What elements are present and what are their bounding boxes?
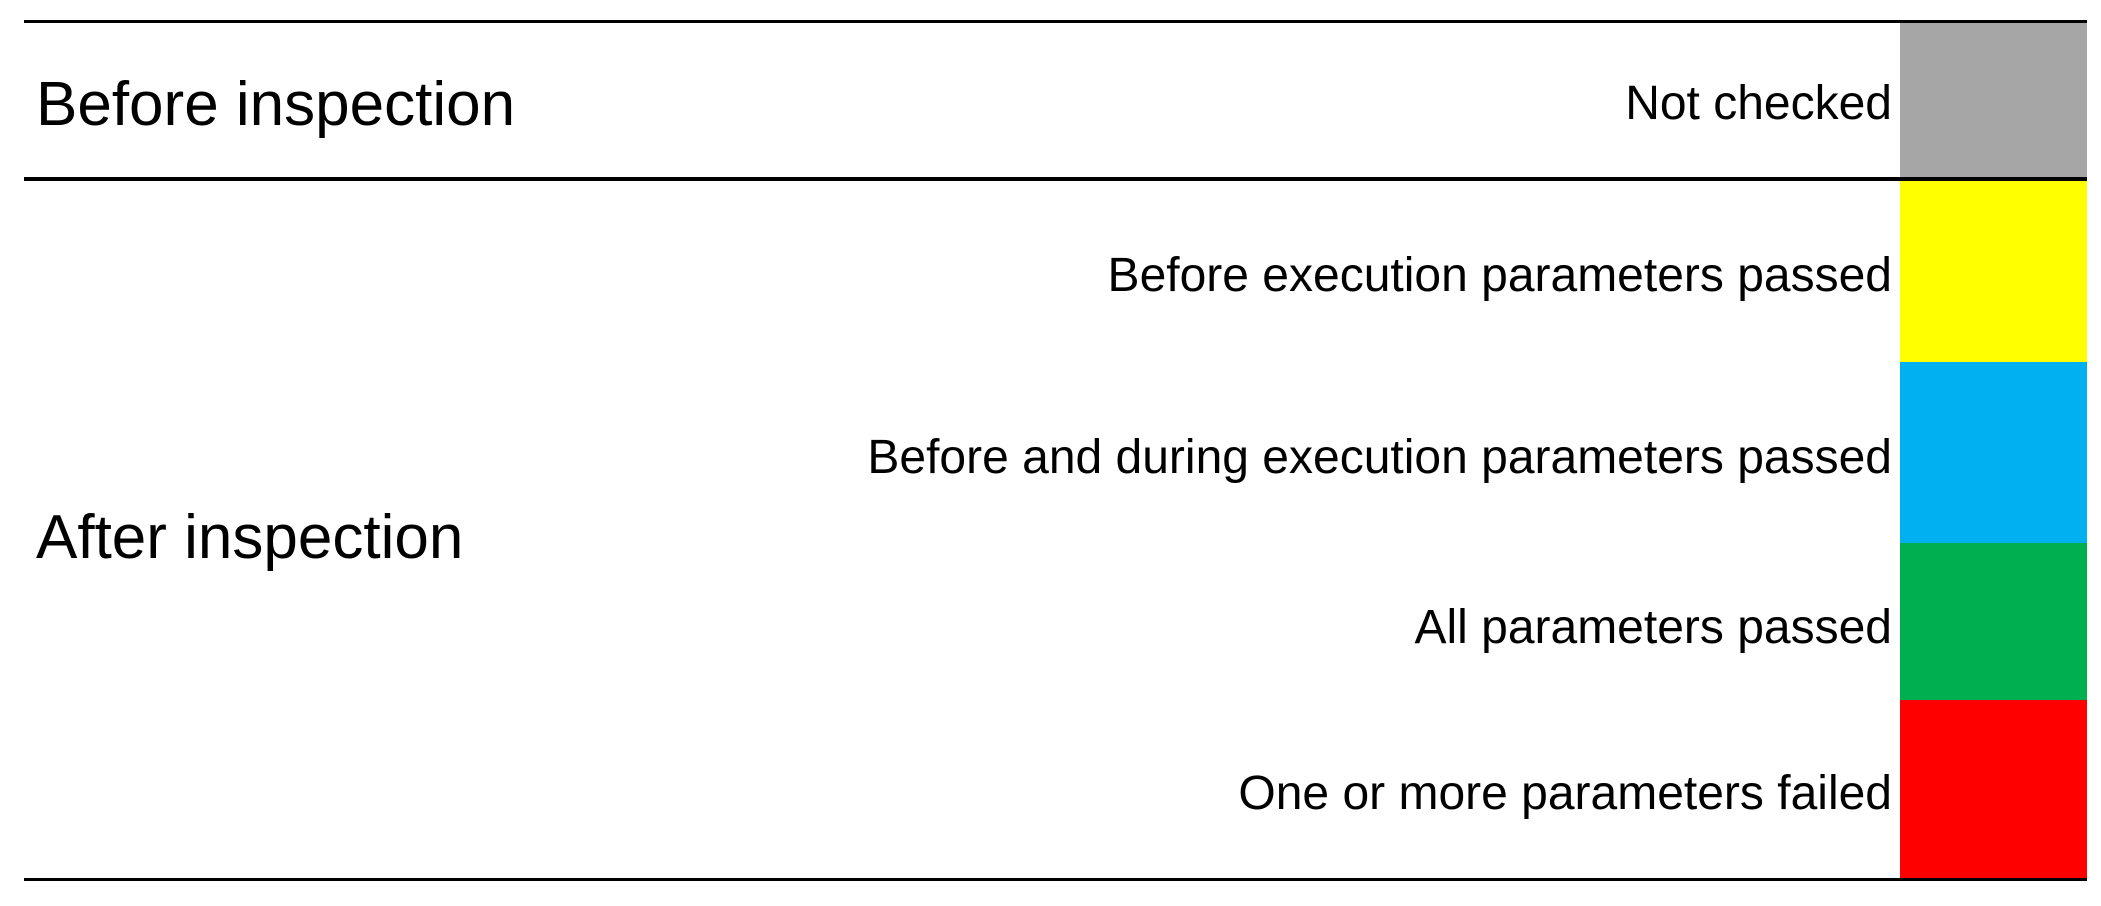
status-label-before-during-execution-passed: Before and during execution parameters p…: [867, 431, 1892, 484]
bottom-rule: [24, 878, 2087, 881]
status-label-failed: One or more parameters failed: [1238, 767, 1892, 820]
swatch-all-passed: [1900, 543, 2087, 700]
status-label-before-execution-passed: Before execution parameters passed: [1107, 249, 1892, 302]
swatch-before-execution-passed: [1900, 181, 2087, 362]
before-inspection-heading: Before inspection: [36, 70, 516, 139]
section-divider: [24, 177, 2087, 181]
swatch-not-checked: [1900, 23, 2087, 177]
top-rule: [24, 20, 2087, 23]
status-label-not-checked: Not checked: [1625, 77, 1892, 130]
swatch-before-during-execution-passed: [1900, 362, 2087, 543]
after-inspection-heading: After inspection: [36, 503, 464, 572]
status-label-all-passed: All parameters passed: [1414, 601, 1892, 654]
swatch-failed: [1900, 700, 2087, 878]
